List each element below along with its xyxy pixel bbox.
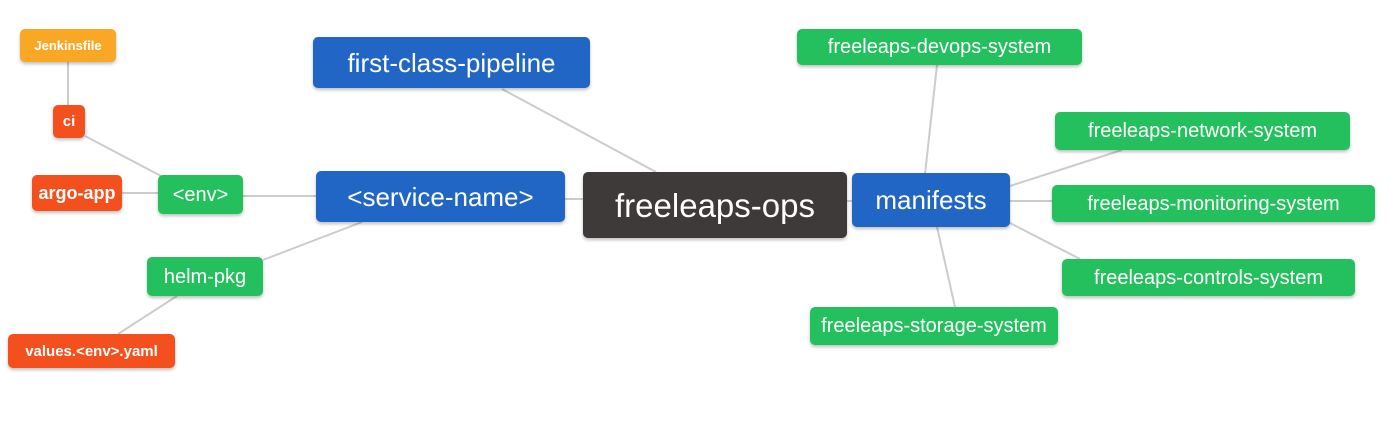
node-first-class-pipeline[interactable]: first-class-pipeline bbox=[313, 37, 590, 88]
node-freeleaps-ops[interactable]: freeleaps-ops bbox=[583, 172, 847, 238]
edge-manifests-to-freeleaps-network-system bbox=[1009, 149, 1123, 187]
node-freeleaps-storage-system[interactable]: freeleaps-storage-system bbox=[810, 307, 1058, 345]
node-label: freeleaps-ops bbox=[615, 186, 815, 224]
edge-values-env-yaml-to-helm-pkg bbox=[117, 295, 178, 335]
node-label: manifests bbox=[875, 185, 987, 215]
edge-ci-to-env bbox=[84, 135, 164, 178]
node-freeleaps-monitoring-system[interactable]: freeleaps-monitoring-system bbox=[1052, 185, 1375, 222]
node-label: Jenkinsfile bbox=[34, 38, 102, 53]
node-label: values.<env>.yaml bbox=[25, 342, 158, 360]
node-label: first-class-pipeline bbox=[347, 47, 556, 78]
node-argo-app[interactable]: argo-app bbox=[32, 175, 122, 211]
node-label: freeleaps-monitoring-system bbox=[1087, 192, 1340, 215]
edge-helm-pkg-to-service-name bbox=[262, 221, 363, 261]
edge-manifests-to-freeleaps-controls-system bbox=[1007, 221, 1081, 260]
node-ci[interactable]: ci bbox=[53, 105, 85, 138]
node-service-name[interactable]: <service-name> bbox=[316, 171, 565, 222]
node-values-env-yaml[interactable]: values.<env>.yaml bbox=[8, 334, 175, 368]
node-freeleaps-devops-system[interactable]: freeleaps-devops-system bbox=[797, 29, 1082, 65]
node-label: freeleaps-storage-system bbox=[821, 315, 1047, 337]
node-label: argo-app bbox=[38, 183, 116, 203]
node-label: <env> bbox=[172, 183, 229, 206]
node-label: ci bbox=[62, 113, 76, 130]
edge-first-class-pipeline-to-freeleaps-ops bbox=[501, 88, 657, 173]
node-manifests[interactable]: manifests bbox=[852, 173, 1010, 227]
node-env[interactable]: <env> bbox=[158, 175, 243, 214]
node-label: helm-pkg bbox=[163, 265, 247, 288]
node-label: <service-name> bbox=[347, 181, 534, 212]
node-freeleaps-controls-system[interactable]: freeleaps-controls-system bbox=[1062, 259, 1355, 296]
node-label: freeleaps-devops-system bbox=[827, 36, 1052, 58]
node-jenkinsfile[interactable]: Jenkinsfile bbox=[20, 29, 116, 62]
node-label: freeleaps-network-system bbox=[1088, 120, 1317, 142]
edge-manifests-to-freeleaps-storage-system bbox=[936, 226, 956, 308]
node-freeleaps-network-system[interactable]: freeleaps-network-system bbox=[1055, 112, 1350, 150]
edge-manifests-to-freeleaps-devops-system bbox=[924, 64, 938, 175]
node-label: freeleaps-controls-system bbox=[1094, 266, 1323, 289]
node-helm-pkg[interactable]: helm-pkg bbox=[147, 257, 263, 296]
